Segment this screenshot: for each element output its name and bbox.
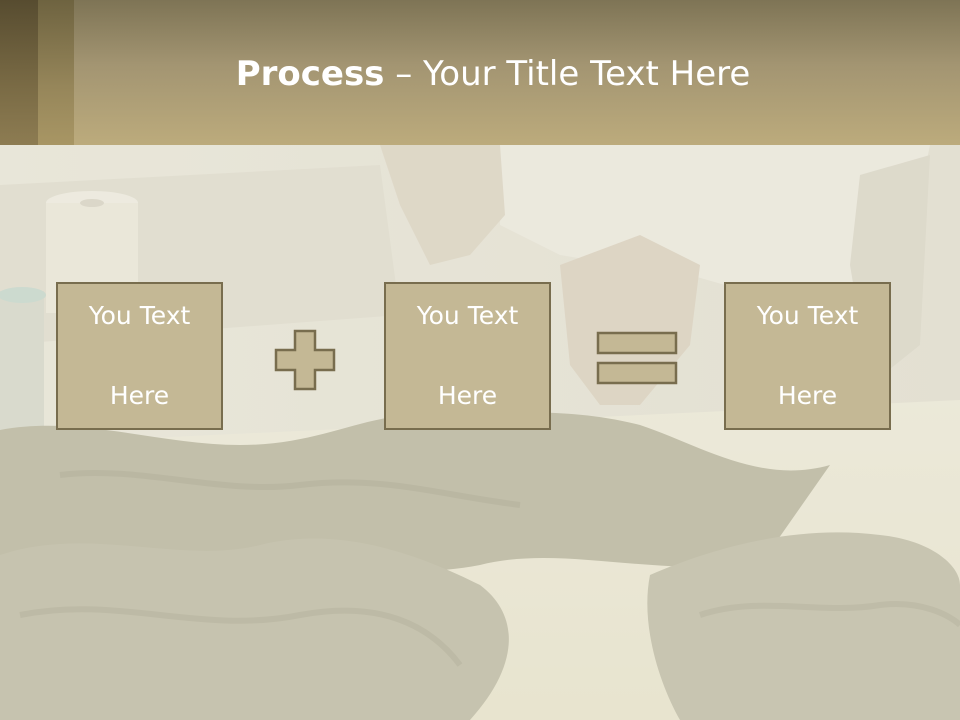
process-box-1-line1: You Text: [88, 301, 191, 330]
equals-icon: [596, 331, 678, 385]
header-band: [0, 0, 960, 145]
plus-icon: [274, 329, 336, 391]
header-accent-stripe-light: [38, 0, 74, 145]
process-box-3-line1: You Text: [756, 301, 859, 330]
process-box-2-line2: Here: [437, 381, 498, 410]
tailoring-photo-illustration: [0, 145, 960, 720]
process-box-3-line2: Here: [777, 381, 838, 410]
process-box-2-line1: You Text: [416, 301, 519, 330]
title-rest: – Your Title Text Here: [384, 54, 751, 94]
header-accent-stripe: [0, 0, 38, 145]
background-photo: [0, 145, 960, 720]
slide-title: Process – Your Title Text Here: [0, 52, 960, 96]
process-box-1-line2: Here: [109, 381, 170, 410]
title-bold: Process: [235, 54, 385, 94]
